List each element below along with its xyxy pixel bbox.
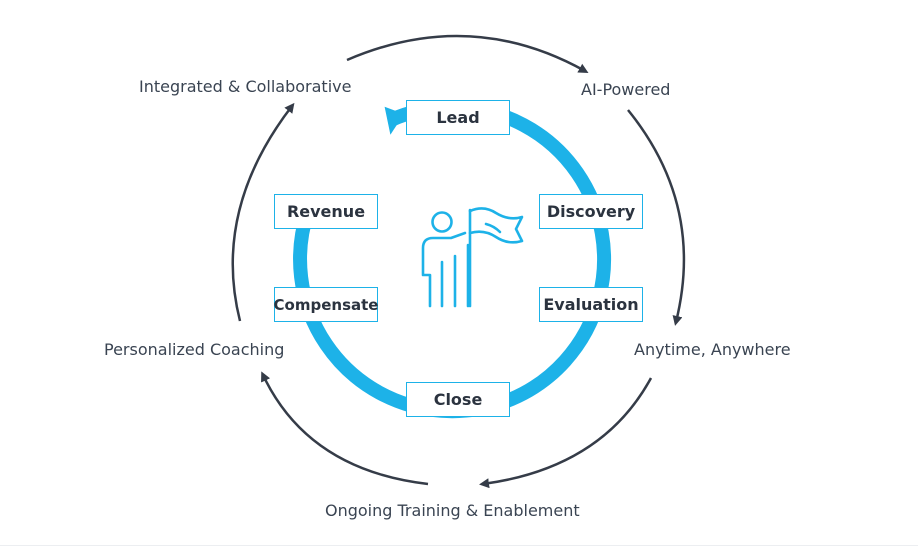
- outer-arrow-bottom-right: [479, 377, 653, 489]
- stage-lead: Lead: [406, 100, 510, 135]
- outer-arrow-left: [231, 102, 295, 322]
- outer-arrow-top: [346, 34, 589, 73]
- outer-arrow-right: [627, 109, 686, 326]
- outer-arrow-bottom-left: [261, 371, 429, 486]
- label-anytime-anywhere: Anytime, Anywhere: [634, 340, 791, 359]
- stage-discovery: Discovery: [539, 194, 643, 229]
- label-integrated-collaborative: Integrated & Collaborative: [139, 77, 352, 96]
- label-personalized-coaching: Personalized Coaching: [104, 340, 285, 359]
- stage-compensate: Compensate: [274, 287, 378, 322]
- person-with-flag-icon: [421, 207, 524, 308]
- bottom-divider: [0, 545, 918, 546]
- label-ai-powered: AI-Powered: [581, 80, 671, 99]
- inner-ring-arrowhead: [384, 106, 404, 135]
- stage-close: Close: [406, 382, 510, 417]
- label-ongoing-training-enablement: Ongoing Training & Enablement: [325, 501, 580, 520]
- stage-revenue: Revenue: [274, 194, 378, 229]
- stage-evaluation: Evaluation: [539, 287, 643, 322]
- inner-ring: [293, 100, 611, 419]
